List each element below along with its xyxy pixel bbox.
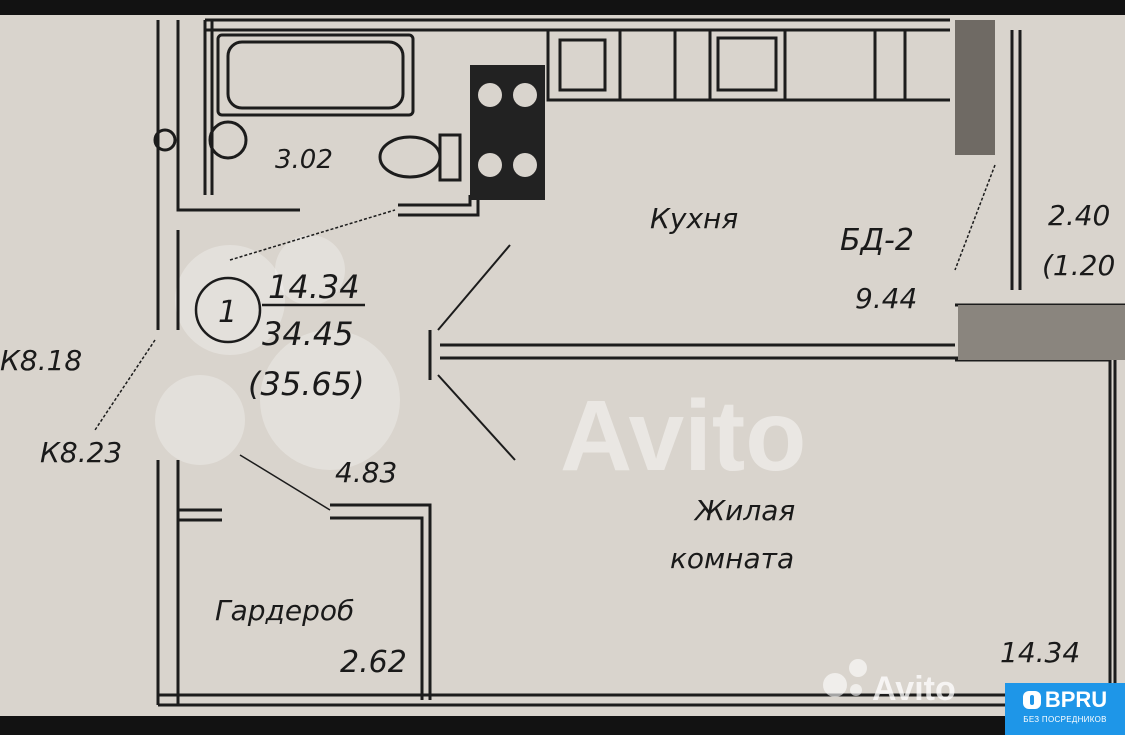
balcony-area-top: 2.40 [1048,199,1110,232]
apartment-number: 1 [218,295,237,330]
svg-text:Avito: Avito [560,380,806,492]
stove-icon [470,65,545,200]
living-area: 14.34 [268,268,360,306]
neighbor-code-left: К8.18 [0,344,82,377]
bathroom-area: 3.02 [275,145,333,175]
avito-watermark: Avito [560,380,806,492]
plan-background [0,15,1125,718]
avito-corner-watermark: Avito [823,659,956,708]
wardrobe-area: 2.62 [340,645,407,680]
living-room-area: 14.34 [1000,636,1080,669]
total-area: 34.45 [262,315,354,353]
svg-text:Avito: Avito [872,670,956,708]
living-room-label-2: комната [670,542,794,575]
balcony-area-bottom: (1.20 [1042,249,1115,282]
hall-area: 4.83 [335,456,397,489]
kitchen-label: Кухня [650,202,738,235]
column-hatch [955,20,995,155]
badge-subtitle: БЕЗ ПОСРЕДНИКОВ [1023,715,1107,724]
kitchen-area: 9.44 [855,282,917,315]
key-icon [1022,691,1041,709]
living-room-label-1: Жилая [693,494,795,527]
apartment-number-circle [194,276,262,344]
toilet-icon [378,133,462,182]
bpru-badge: BPRU БЕЗ ПОСРЕДНИКОВ [1005,683,1125,735]
total-area-with-balcony: (35.65) [248,365,365,403]
wall-hatch [958,305,1125,360]
wardrobe-label: Гардероб [215,594,354,627]
balcony-label: БД-2 [840,223,914,258]
sink-icon [153,120,248,160]
badge-title: BPRU [1044,687,1108,712]
apartment-code: К8.23 [40,436,122,469]
